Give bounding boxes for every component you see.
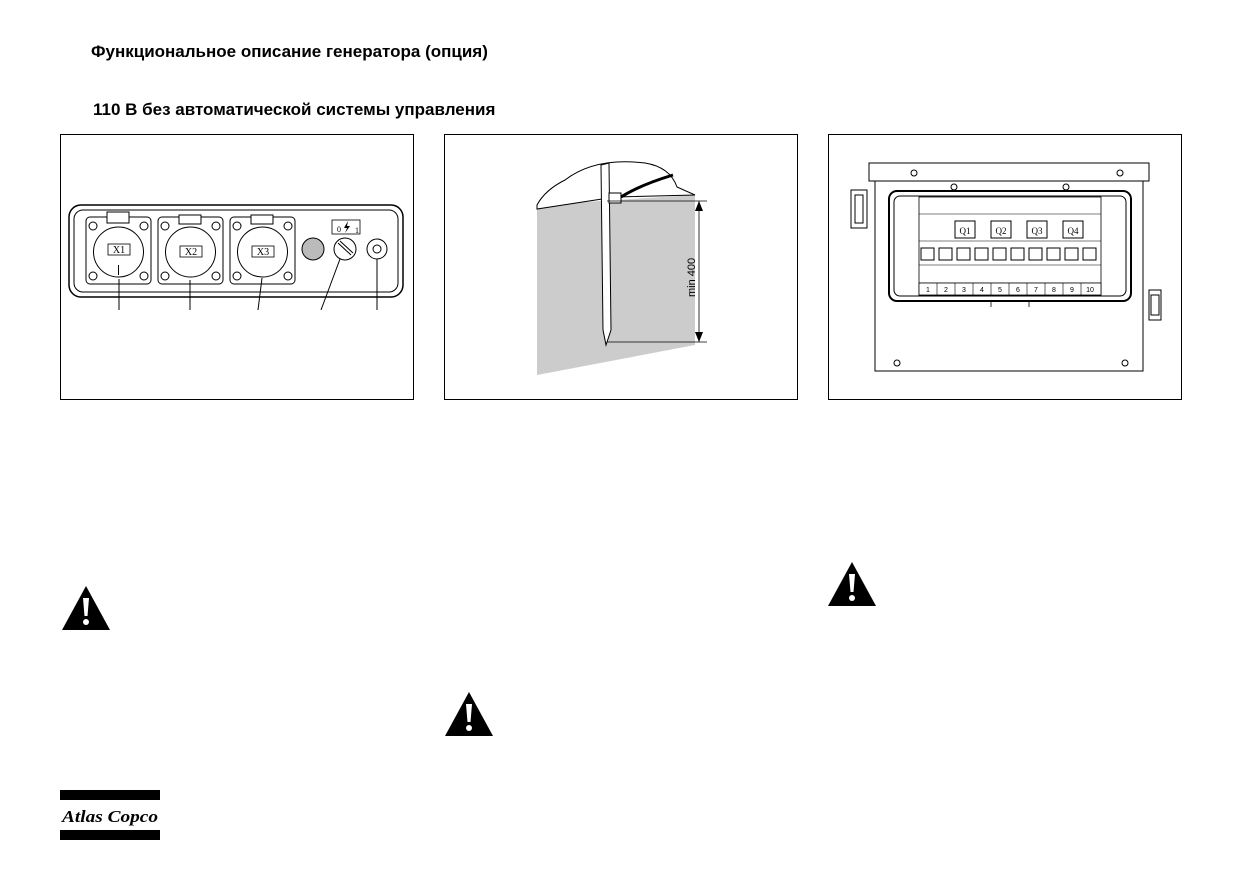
socket-x3: X3: [229, 214, 296, 285]
ground-section: [537, 195, 695, 375]
terminal-8: 8: [1052, 287, 1056, 294]
socket-x2: X2: [157, 214, 224, 285]
breaker-row: Q1 Q2 Q3 Q4: [954, 220, 1084, 239]
figure-earthing-rod: min 400: [444, 134, 798, 400]
dimension-label: min 400: [686, 258, 698, 297]
terminal-2: 2: [944, 287, 948, 294]
terminal-10: 10: [1086, 287, 1094, 294]
panel-inner: [73, 209, 399, 293]
terminal-5: 5: [998, 287, 1002, 294]
switch-label-off: 0: [337, 225, 341, 234]
terminal-1: 1: [926, 287, 930, 294]
terminal-4: 4: [980, 287, 984, 294]
socket-label-x2: X2: [185, 247, 197, 258]
figure-control-panel: X1 X2 X3: [60, 134, 414, 400]
page-subtitle: 110 В без автоматической системы управле…: [93, 100, 496, 119]
warning-triangle-icon: [445, 692, 493, 736]
warning-triangle-icon: [62, 586, 110, 630]
ground-surface: [536, 161, 696, 210]
terminal-9: 9: [1070, 287, 1074, 294]
terminal-3: 3: [962, 287, 966, 294]
breaker-q3: Q3: [1032, 226, 1043, 236]
earthing-rod: [600, 162, 612, 347]
breaker-toggles: [920, 247, 1097, 261]
breaker-q1: Q1: [960, 226, 971, 236]
switch-label-on: 1: [355, 226, 359, 235]
indicator-lamp: [301, 237, 325, 261]
panel-outer: [68, 204, 404, 298]
terminal-7: 7: [1034, 287, 1038, 294]
cable-gland-right: [1148, 289, 1162, 321]
socket-label-x3: X3: [257, 247, 269, 258]
atlas-copco-logo: Atlas Copco: [60, 790, 160, 840]
terminal-strip: 1 2 3 4 5 6 7 8 9 10: [926, 287, 1094, 294]
cable-gland-left: [850, 189, 868, 229]
breaker-q4: Q4: [1068, 226, 1079, 236]
figure-distribution-box: Q1 Q2 Q3 Q4 1 2 3 4 5 6: [828, 134, 1182, 400]
socket-label-x1: X1: [113, 245, 125, 256]
ground-cable: [620, 173, 674, 199]
main-switch: 0 1: [331, 219, 361, 261]
logo-text: Atlas Copco: [61, 807, 158, 826]
lightning-icon: [344, 221, 350, 233]
terminal-6: 6: [1016, 287, 1020, 294]
breaker-q2: Q2: [996, 226, 1007, 236]
socket-x1: X1: [85, 211, 152, 285]
page-title: Функциональное описание генератора (опци…: [91, 42, 488, 61]
warning-triangle-icon: [828, 562, 876, 606]
